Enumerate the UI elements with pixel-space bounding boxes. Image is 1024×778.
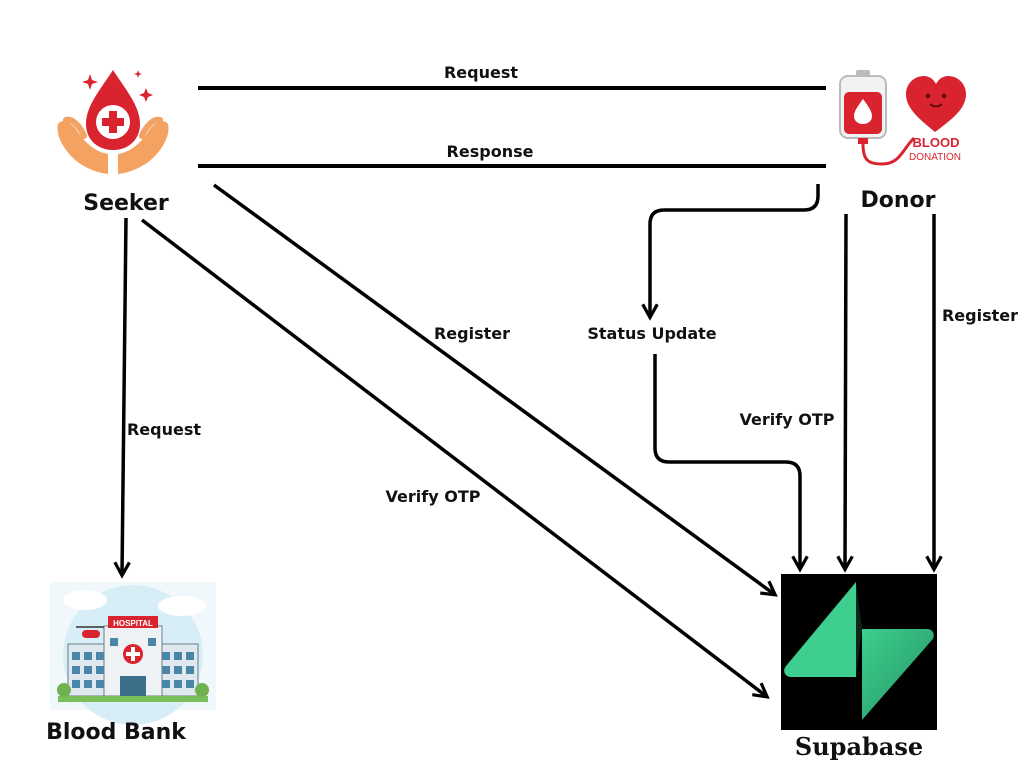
seeker-label: Seeker bbox=[83, 191, 169, 216]
supabase-logo-icon bbox=[781, 574, 937, 730]
blood-bank-label: Blood Bank bbox=[46, 720, 187, 745]
donor-register-label: Register bbox=[942, 306, 1018, 325]
status-update-label: Status Update bbox=[587, 324, 716, 343]
request-edge-label: Request bbox=[444, 63, 518, 82]
donation-logo-text-2: DONATION bbox=[909, 152, 961, 163]
donor-verify-label: Verify OTP bbox=[740, 410, 835, 429]
response-edge-label: Response bbox=[447, 142, 534, 161]
donation-logo-text-1: BLOOD bbox=[913, 135, 960, 150]
blood-drop-hands-icon bbox=[57, 70, 169, 174]
seeker-register-label: Register bbox=[434, 324, 510, 343]
seeker-to-bloodbank-arrow bbox=[122, 217, 126, 574]
response-to-status-arrow bbox=[650, 184, 820, 316]
seeker-register-arrow bbox=[212, 183, 774, 594]
status-to-supabase-arrow bbox=[653, 354, 800, 568]
hospital-sign-text: HOSPITAL bbox=[113, 619, 153, 628]
donor-label: Donor bbox=[860, 188, 935, 213]
blood-donation-icon: BLOOD DONATION bbox=[839, 70, 966, 166]
hospital-icon: HOSPITAL bbox=[50, 582, 216, 725]
supabase-label: Supabase bbox=[795, 732, 923, 761]
seeker-verify-label: Verify OTP bbox=[386, 487, 481, 506]
seeker-verify-arrow bbox=[140, 218, 766, 696]
seeker-request-label: Request bbox=[127, 420, 201, 439]
donor-verify-arrow bbox=[845, 213, 846, 568]
